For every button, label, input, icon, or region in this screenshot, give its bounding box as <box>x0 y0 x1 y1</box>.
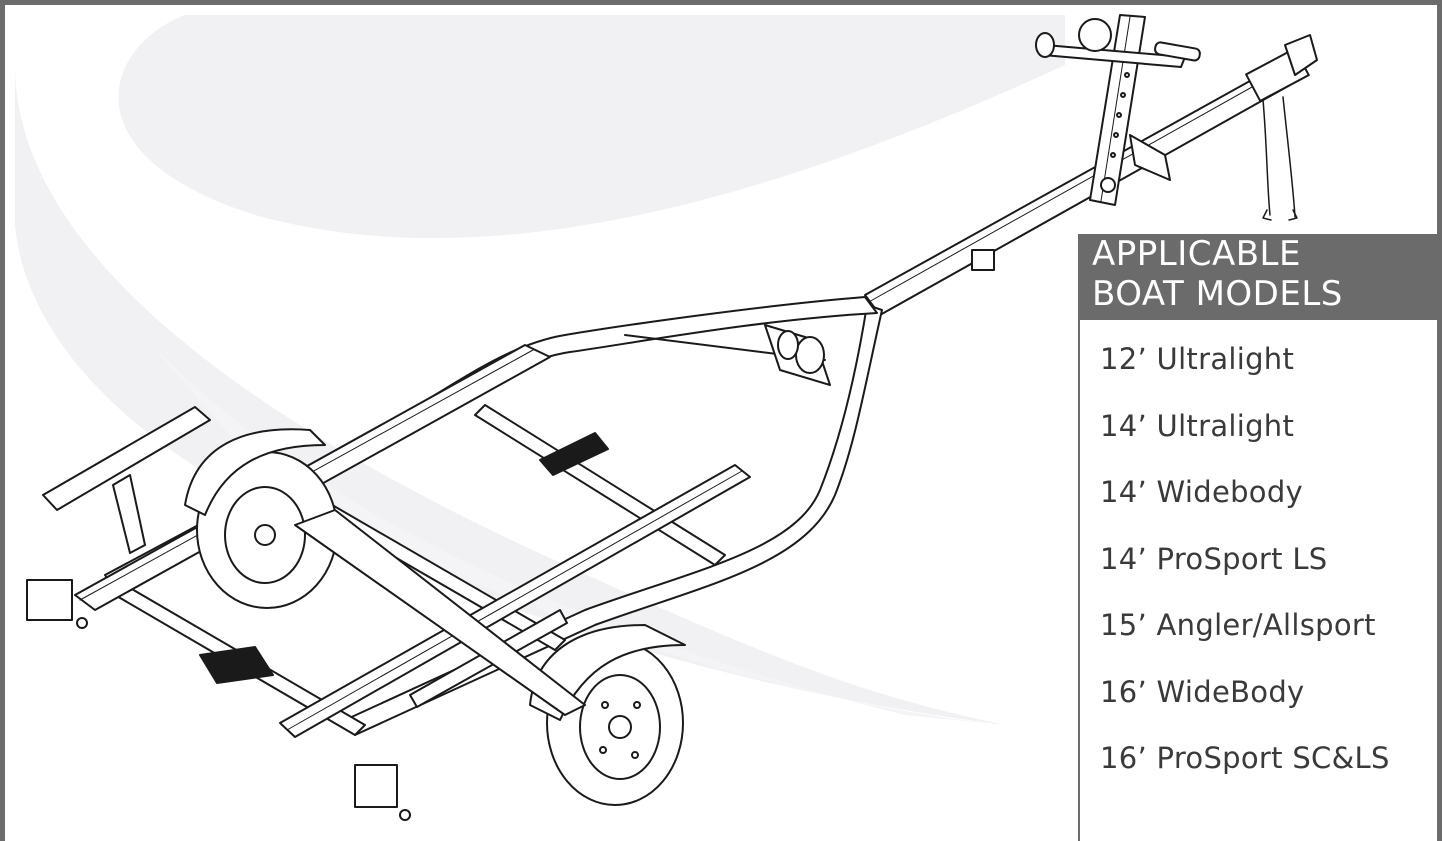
panel-title-line-2: BOAT MODELS <box>1092 274 1343 314</box>
boat-model-list: 12’ Ultralight 14’ Ultralight 14’ Widebo… <box>1100 342 1390 808</box>
tail-lights <box>26 579 411 821</box>
panel-header: APPLICABLE BOAT MODELS <box>1080 234 1437 320</box>
model-item: 12’ Ultralight <box>1100 342 1295 376</box>
panel-title: APPLICABLE BOAT MODELS <box>1092 234 1343 314</box>
axle <box>294 509 586 716</box>
applicable-models-panel: APPLICABLE BOAT MODELS 12’ Ultralight 14… <box>1078 234 1437 841</box>
safety-chains <box>1262 96 1298 221</box>
keel-roller <box>764 324 831 386</box>
winch-post <box>1035 14 1201 206</box>
model-item: 14’ ProSport LS <box>1100 541 1328 576</box>
front-bunk-pad <box>42 406 211 554</box>
model-item: 14’ Widebody <box>1100 475 1304 509</box>
tongue <box>864 34 1318 316</box>
model-item: 14’ Ultralight <box>1100 408 1295 443</box>
panel-title-line-1: APPLICABLE <box>1092 234 1301 274</box>
trailer-illustration <box>26 14 1318 821</box>
model-item: 16’ ProSport SC&LS <box>1100 741 1390 775</box>
model-item: 15’ Angler/Allsport <box>1100 608 1376 642</box>
right-wheel <box>529 624 686 806</box>
left-wheel <box>184 428 338 609</box>
crossmember-pads <box>199 432 609 684</box>
right-bunk <box>279 464 751 738</box>
model-item: 16’ WideBody <box>1100 674 1305 709</box>
